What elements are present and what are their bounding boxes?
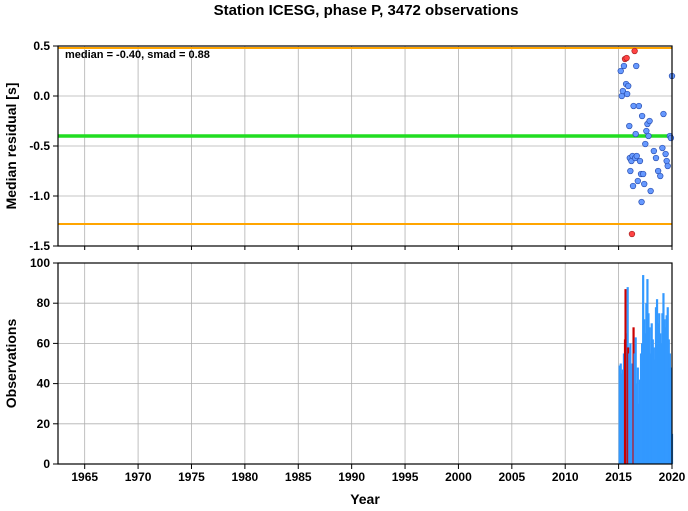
residual-point — [620, 62, 628, 70]
residual-point — [619, 87, 627, 95]
residual-point — [635, 102, 643, 110]
residual-reference-lines — [58, 47, 672, 225]
outlier-point — [623, 54, 630, 62]
residual-panel: 0.5 0.0 -0.5 -1.0 -1.5 median = -0.40, smad … — [3, 39, 676, 253]
residual-point — [626, 122, 633, 130]
residual-point — [617, 67, 624, 75]
residual-point — [627, 167, 634, 175]
residual-point — [633, 62, 640, 70]
observations-plot-frame — [57, 262, 673, 465]
residual-point — [652, 154, 660, 162]
y-tick-label: 40 — [37, 377, 51, 391]
residual-y-ticks: 0.5 0.0 -0.5 -1.0 -1.5 — [29, 39, 58, 253]
x-tick-label: 1990 — [338, 470, 365, 484]
y-tick-label: 80 — [37, 296, 51, 310]
residual-point — [630, 102, 637, 110]
residual-point — [662, 150, 669, 158]
y-tick-label: 0.0 — [33, 89, 50, 103]
x-tick-label: 2010 — [552, 470, 579, 484]
x-tick-label: 1965 — [71, 470, 98, 484]
y-tick-label: 0.5 — [33, 39, 50, 53]
residual-point — [660, 110, 667, 118]
y-tick-label: 20 — [37, 417, 51, 431]
residual-point — [657, 172, 664, 180]
residual-point — [642, 140, 649, 148]
residual-point — [650, 147, 657, 155]
residual-point — [641, 180, 648, 188]
residual-y-axis-label: Median residual [s] — [3, 83, 19, 210]
year-x-ticks: 1965 1970 1975 1980 1985 1990 1995 2000 2005 2010… — [71, 246, 686, 484]
residual-point — [640, 170, 647, 178]
y-tick-label: -1.0 — [29, 189, 50, 203]
residual-points — [617, 47, 676, 238]
x-tick-label: 1980 — [232, 470, 259, 484]
x-tick-label: 1970 — [125, 470, 152, 484]
residual-point — [624, 90, 631, 98]
residual-point — [645, 132, 652, 140]
residual-point — [638, 112, 646, 120]
residual-point — [646, 117, 653, 125]
year-x-axis-label: Year — [350, 491, 380, 507]
x-tick-label: 1985 — [285, 470, 312, 484]
observations-bars — [618, 275, 674, 464]
x-tick-label: 2015 — [605, 470, 632, 484]
residual-point — [629, 182, 637, 190]
residual-point — [667, 134, 675, 142]
observations-grid — [58, 263, 672, 464]
residual-point — [625, 82, 632, 90]
y-tick-label: 60 — [37, 336, 51, 350]
residual-point — [664, 162, 671, 170]
residual-grid — [58, 46, 672, 246]
x-tick-label: 1995 — [392, 470, 419, 484]
x-tick-label: 2005 — [498, 470, 525, 484]
residual-point — [659, 144, 666, 152]
y-tick-label: 0 — [43, 457, 50, 471]
residual-point — [638, 198, 645, 206]
observations-y-axis-label: Observations — [3, 319, 19, 409]
residual-point — [636, 157, 644, 165]
residual-point — [634, 177, 641, 185]
x-tick-label: 2000 — [445, 470, 472, 484]
median-smad-annotation: median = -0.40, smad = 0.88 — [65, 49, 210, 61]
y-tick-label: -0.5 — [29, 139, 50, 153]
outlier-point — [631, 47, 638, 55]
x-tick-label: 1975 — [178, 470, 205, 484]
chart-title: Station ICESG, phase P, 3472 observation… — [214, 2, 519, 19]
y-tick-label: -1.5 — [29, 239, 50, 253]
observations-panel: 0 20 40 60 80 100 1965 1970 1975 1980 1985 1990 199… — [3, 246, 686, 507]
residual-point — [618, 92, 625, 100]
observation-bar — [669, 367, 673, 464]
outlier-point — [628, 230, 636, 238]
observations-y-ticks: 0 20 40 60 80 100 — [30, 256, 58, 471]
residual-point — [633, 152, 640, 160]
residual-point — [647, 187, 654, 195]
x-tick-label: 2020 — [659, 470, 686, 484]
y-tick-label: 100 — [30, 256, 50, 270]
residual-point — [663, 157, 670, 165]
residual-point — [632, 130, 639, 138]
